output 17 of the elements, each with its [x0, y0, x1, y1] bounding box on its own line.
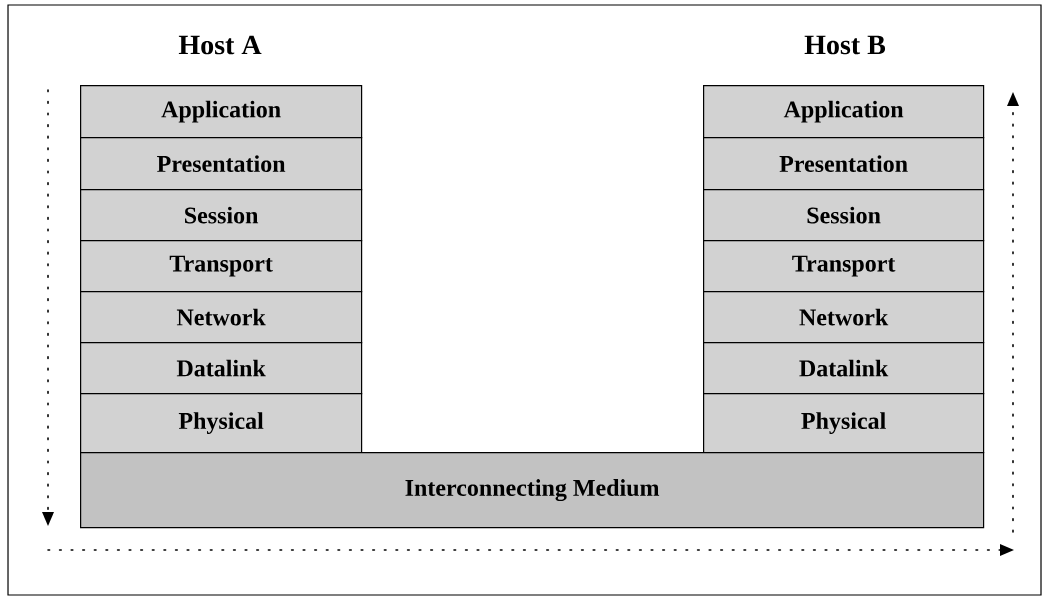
layer-box: Datalink [703, 342, 985, 395]
layer-box: Physical [80, 393, 363, 454]
layer-box: Datalink [80, 342, 363, 395]
layer-box: Transport [80, 240, 363, 293]
layer-box: Physical [703, 393, 985, 454]
layer-box: Presentation [703, 137, 985, 191]
layer-box: Session [80, 189, 363, 242]
layer-box: Transport [703, 240, 985, 293]
layer-box: Presentation [80, 137, 363, 191]
layer-box: Application [703, 85, 985, 139]
host-heading: Host A [178, 35, 262, 55]
layer-box: Network [80, 291, 363, 344]
layer-box: Session [703, 189, 985, 242]
host-heading: Host B [804, 35, 886, 55]
medium-box: Interconnecting Medium [80, 452, 985, 529]
layer-box: Network [703, 291, 985, 344]
layer-box: Application [80, 85, 363, 139]
